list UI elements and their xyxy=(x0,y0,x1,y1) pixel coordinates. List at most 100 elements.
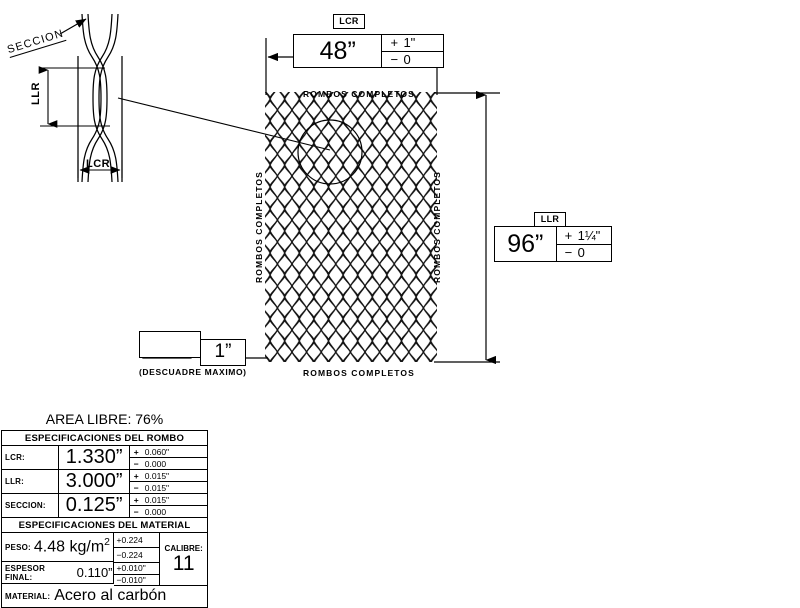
calibre-label: CALIBRE: xyxy=(164,544,203,553)
peso-tol-plus-value: 0.224 xyxy=(121,535,143,545)
detail-lcr-label: LCR xyxy=(86,158,111,170)
detail-circle xyxy=(297,119,363,185)
material-block: PESO: 4.48 kg/m2 ESPESOR FINAL: 0.110” +… xyxy=(2,533,207,586)
plus-sign: + xyxy=(564,227,573,243)
detail-llr-dimension xyxy=(38,66,110,128)
minus-sign: − xyxy=(133,458,139,469)
right-dimension-value: 96” xyxy=(507,229,544,258)
right-dimension-tolerances: + 1¼" − 0 xyxy=(555,227,611,262)
tol-minus: − 0.000 xyxy=(129,505,208,517)
tol-plus: + 0.015" xyxy=(130,494,207,505)
spec-table: ESPECIFICACIONES DEL ROMBO LCR: 1.330” +… xyxy=(1,430,208,608)
rombo-section-header: ESPECIFICACIONES DEL ROMBO xyxy=(2,431,207,446)
calibre-value: 11 xyxy=(172,552,195,575)
material-tolerances-column: + 0.224 − 0.224 + 0.010" − 0.010 xyxy=(113,533,161,586)
table-row: LCR: 1.330” + 0.060" − 0.000 xyxy=(2,446,208,470)
espesor-label: ESPESOR FINAL: xyxy=(5,563,46,582)
plus-sign: + xyxy=(116,535,122,545)
peso-tol-plus: + 0.224 xyxy=(114,533,160,547)
row-label-lcr: LCR: xyxy=(2,446,60,470)
squareness-value: 1” xyxy=(200,339,246,366)
row-value-llr: 3.000” xyxy=(59,470,130,494)
tol-minus-value: 0.015" xyxy=(144,482,170,493)
espesor-value: 0.110” xyxy=(76,565,113,580)
peso-tolerance: + 0.224 − 0.224 xyxy=(113,533,160,563)
minus-sign: − xyxy=(116,550,122,560)
mesh-panel xyxy=(265,92,437,362)
top-tol-plus-value: 1" xyxy=(403,35,416,51)
peso-value: 4.48 kg/m2 xyxy=(34,537,110,556)
peso-value-text: 4.48 kg/m xyxy=(33,538,105,556)
detail-llr-label: LLR xyxy=(30,82,42,105)
drawing-canvas: SECCION LLR LCR LCR 48” + 1" − 0 LLR 96”… xyxy=(1,13,612,608)
top-dimension-tolerances: + 1" − 0 xyxy=(381,35,443,67)
squareness-parallelogram-icon xyxy=(139,331,201,358)
tol-minus: − 0.015" xyxy=(129,481,208,493)
peso-exponent: 2 xyxy=(104,537,110,549)
minus-sign: − xyxy=(133,506,139,517)
plus-sign: + xyxy=(133,446,139,457)
tol-plus-value: 0.015" xyxy=(144,494,170,505)
area-libre-label: AREA LIBRE: 76% xyxy=(45,411,164,427)
mesh-label-left: ROMBOS COMPLETOS xyxy=(254,171,264,283)
espesor-tol-minus-value: 0.010" xyxy=(121,574,146,585)
plus-sign: + xyxy=(390,35,399,51)
espesor-tol-minus: − 0.010" xyxy=(113,573,160,586)
plus-sign: + xyxy=(133,494,139,505)
minus-sign: − xyxy=(133,482,139,493)
minus-sign: − xyxy=(116,574,122,585)
row-label-llr: LLR: xyxy=(2,470,60,494)
tol-minus: − 0.000 xyxy=(129,457,208,469)
row-value-lcr: 1.330” xyxy=(59,446,130,470)
row-tolerance-llr: + 0.015" − 0.015" xyxy=(129,470,208,494)
material-section-header: ESPECIFICACIONES DEL MATERIAL xyxy=(2,518,207,533)
right-tol-plus: + 1¼" xyxy=(557,227,611,244)
detail-cell-geometry xyxy=(77,13,123,183)
right-tol-minus: − 0 xyxy=(556,243,611,262)
row-tolerance-seccion: + 0.015" − 0.000 xyxy=(129,494,208,518)
top-dimension-box: 48” + 1" − 0 xyxy=(293,34,444,68)
right-tol-plus-value: 1¼" xyxy=(577,227,601,243)
table-row: SECCION: 0.125” + 0.015" − 0.000 xyxy=(2,494,208,518)
top-tol-plus: + 1" xyxy=(382,35,443,51)
top-dimension-tag: LCR xyxy=(333,14,365,29)
peso-row: PESO: 4.48 kg/m2 xyxy=(2,533,114,562)
tol-plus-value: 0.060" xyxy=(144,446,170,457)
plus-sign: + xyxy=(133,470,139,481)
minus-sign: − xyxy=(564,245,573,261)
minus-sign: − xyxy=(390,51,399,67)
tol-plus: + 0.060" xyxy=(130,446,207,457)
table-row: LLR: 3.000” + 0.015" − 0.015" xyxy=(2,470,208,494)
material-row: MATERIAL: Acero al carbón xyxy=(2,586,207,607)
mesh-label-bottom: ROMBOS COMPLETOS xyxy=(303,368,415,378)
espesor-tol-plus: + 0.010" xyxy=(114,563,160,574)
material-label: MATERIAL: xyxy=(5,591,51,601)
right-dimension-geometry xyxy=(434,90,500,365)
top-dimension-value: 48” xyxy=(319,36,356,65)
tol-plus-value: 0.015" xyxy=(144,470,170,481)
tol-plus: + 0.015" xyxy=(130,470,207,481)
top-tol-minus: − 0 xyxy=(382,50,443,68)
peso-tol-minus: − 0.224 xyxy=(113,547,160,562)
espesor-tol-plus-value: 0.010" xyxy=(121,563,146,574)
detail-lcr-dimension xyxy=(77,160,123,178)
right-dimension-box: 96” + 1¼" − 0 xyxy=(494,226,612,262)
material-value: Acero al carbón xyxy=(54,587,167,604)
mesh-label-right: ROMBOS COMPLETOS xyxy=(432,171,442,283)
tol-minus-value: 0.000 xyxy=(144,506,167,517)
peso-label: PESO: xyxy=(5,542,31,552)
row-label-seccion: SECCION: xyxy=(2,494,60,518)
peso-tol-minus-value: 0.224 xyxy=(121,550,143,560)
espesor-row: ESPESOR FINAL: 0.110” xyxy=(2,562,114,584)
seccion-leader xyxy=(59,18,87,35)
tol-minus-value: 0.000 xyxy=(144,458,167,469)
row-tolerance-lcr: + 0.060" − 0.000 xyxy=(129,446,208,470)
squareness-caption: (DESCUADRE MAXIMO) xyxy=(139,367,247,377)
mesh-label-top: ROMBOS COMPLETOS xyxy=(303,89,415,99)
geometry-layer xyxy=(38,13,500,365)
right-tol-minus-value: 0 xyxy=(577,245,585,261)
material-values-column: PESO: 4.48 kg/m2 ESPESOR FINAL: 0.110” xyxy=(2,533,114,586)
row-value-seccion: 0.125” xyxy=(59,494,130,518)
plus-sign: + xyxy=(116,563,122,574)
espesor-tolerance: + 0.010" − 0.010" xyxy=(113,563,160,586)
